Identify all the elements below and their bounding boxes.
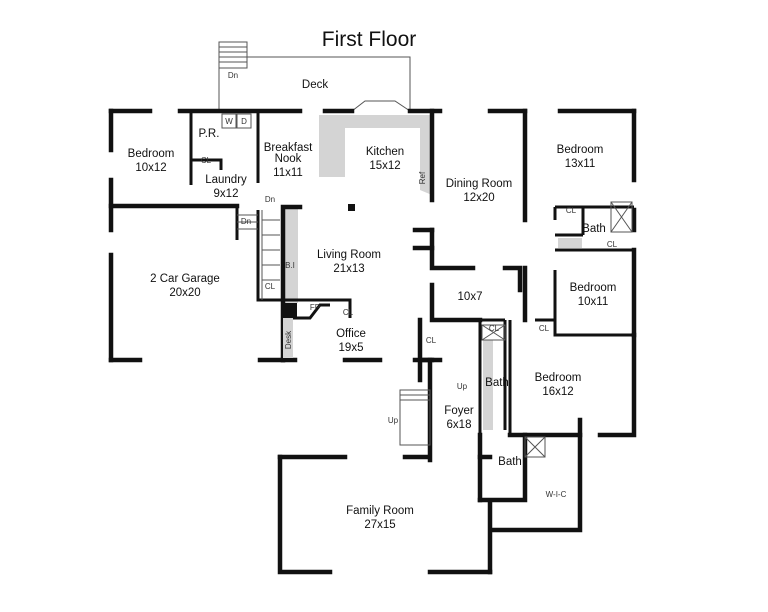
- room-name: Nook: [275, 153, 302, 165]
- shower-icon: [610, 201, 633, 233]
- bath-vanity-2: [558, 238, 582, 248]
- fireplace-hearth: [283, 303, 297, 319]
- room-size: 15x12: [369, 160, 400, 172]
- room-size: 21x13: [333, 263, 364, 275]
- room-name: W-I-C: [546, 490, 567, 499]
- bath-vanity: [483, 340, 493, 430]
- shower-icon: [481, 324, 506, 341]
- room-name: Dining Room: [446, 178, 512, 190]
- room-size: 10x7: [458, 291, 483, 303]
- stairs-up-label: Up: [457, 382, 468, 391]
- room-name: Bath: [582, 223, 606, 235]
- room-name: Family Room: [346, 505, 414, 517]
- closet-label: CL: [265, 282, 276, 291]
- room-name: Bath: [485, 377, 509, 389]
- room-name: Kitchen: [366, 146, 404, 158]
- closet-label: CL: [426, 336, 437, 345]
- fixture-labels: W D CL Dn Dn CL B.I FP CL Desk Ref CL CL…: [201, 113, 618, 425]
- deck: Dn Deck: [218, 41, 411, 112]
- room-size: 10x12: [135, 162, 166, 174]
- kitchen-counters: [282, 115, 432, 303]
- room-size: 6x18: [447, 419, 472, 431]
- room-labels: Bedroom 10x12 P.R. Laundry 9x12 Breakfas…: [128, 128, 617, 531]
- room-size: 11x11: [273, 167, 303, 179]
- stairs-up-label: Up: [388, 416, 399, 425]
- room-name: Bedroom: [557, 144, 604, 156]
- room-name: Office: [336, 328, 366, 340]
- shower-icon: [524, 436, 546, 458]
- room-size: 9x12: [214, 188, 239, 200]
- fireplace-label: FP: [310, 303, 320, 312]
- room-size: 16x12: [542, 386, 573, 398]
- walls: [108, 108, 637, 575]
- room-name: Bedroom: [535, 372, 582, 384]
- room-name: Bedroom: [128, 148, 175, 160]
- closet-label: CL: [201, 156, 212, 165]
- closet-label: CL: [566, 206, 577, 215]
- stairs-down-label: Dn: [241, 217, 251, 226]
- washer: W: [225, 117, 233, 126]
- built-in-label: B.I: [285, 261, 295, 270]
- room-name: P.R.: [199, 128, 220, 140]
- deck-stairs-label: Dn: [228, 71, 238, 80]
- floor-title: First Floor: [322, 28, 417, 51]
- fridge-label: Ref: [418, 171, 427, 184]
- room-size: 20x20: [169, 287, 200, 299]
- room-size: 12x20: [463, 192, 494, 204]
- room-size: 13x11: [565, 158, 595, 170]
- deck-label: Deck: [302, 79, 328, 91]
- room-name: Living Room: [317, 249, 381, 261]
- room-size: 10x11: [578, 296, 608, 308]
- room-name: 2 Car Garage: [150, 273, 220, 285]
- room-name: Foyer: [444, 405, 474, 417]
- desk-label: Desk: [284, 330, 293, 349]
- room-name: Bedroom: [570, 282, 617, 294]
- room-size: 27x15: [364, 519, 395, 531]
- room-size: 19x5: [339, 342, 364, 354]
- column: [348, 204, 355, 211]
- dryer: D: [241, 117, 247, 126]
- desk: [283, 318, 293, 358]
- stairs-down-label: Dn: [265, 195, 275, 204]
- room-name: Breakfast: [264, 142, 313, 154]
- closet-label: CL: [539, 324, 550, 333]
- room-name: Laundry: [205, 174, 247, 186]
- closet-label: CL: [489, 324, 500, 333]
- room-name: Bath: [498, 456, 522, 468]
- closet-label: CL: [343, 308, 354, 317]
- closet-label: CL: [607, 240, 618, 249]
